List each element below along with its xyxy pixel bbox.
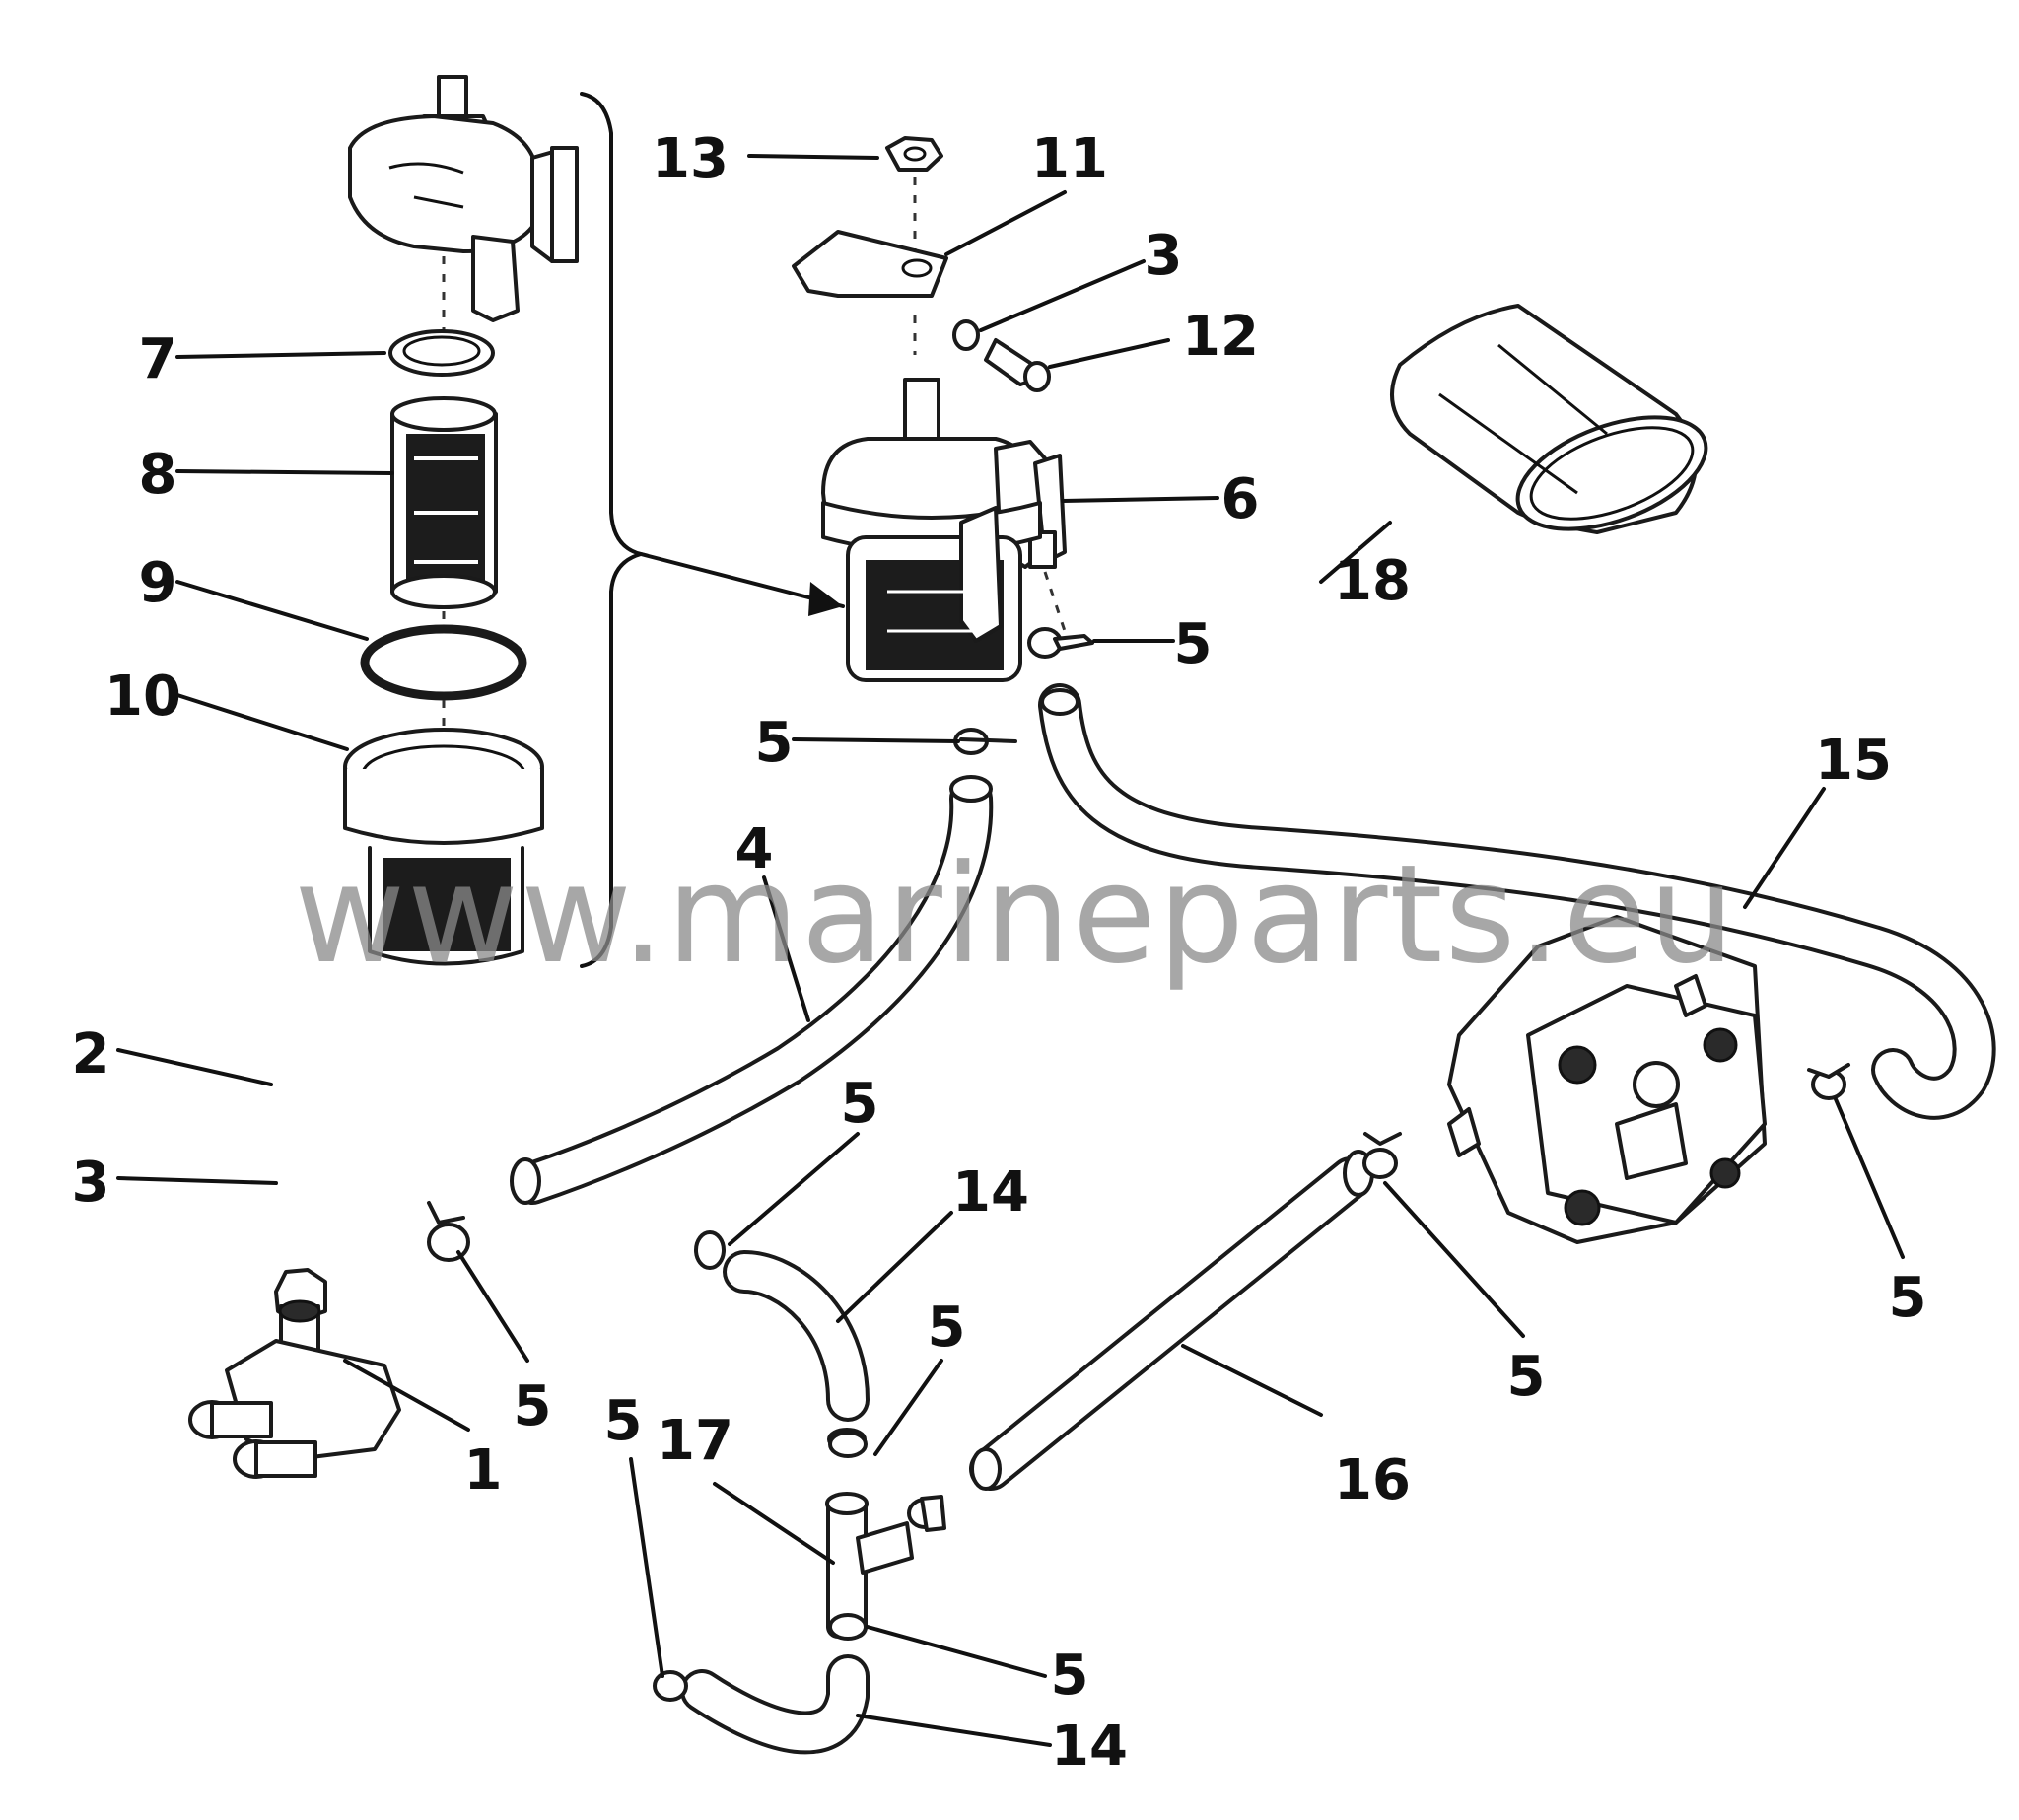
callout-3-upper: 3 [1145,224,1183,288]
callout-leaders [116,154,1905,1747]
callout-labels: 13 11 3 12 7 8 9 10 6 5 5 18 15 4 2 3 5 … [72,127,1927,1779]
washer-3-upper [952,319,980,351]
fuel-hoses [511,683,1996,1755]
callout-5-filter-inlet: 5 [755,711,794,775]
seal-ring-9 [360,624,527,701]
filter-head [348,75,579,322]
callout-5-filter-outlet: 5 [1174,612,1213,676]
callout-18: 18 [1334,549,1411,613]
callout-15: 15 [1815,729,1892,793]
callout-16: 16 [1334,1448,1411,1512]
callout-5-tee-bottom: 5 [1051,1644,1089,1708]
callout-14-lower: 14 [1051,1715,1128,1779]
callout-5-pump-inlet: 5 [1507,1345,1546,1409]
watermark: www.marineparts.eu [294,835,1736,994]
fuel-connector-1 [188,1268,401,1479]
bracket-plate-11 [792,230,948,298]
callout-9: 9 [139,551,177,615]
callout-5-pump-outlet: 5 [1889,1266,1927,1330]
callout-8: 8 [139,443,177,507]
callout-2: 2 [72,1022,110,1086]
callout-10: 10 [104,665,181,729]
callout-12: 12 [1182,305,1259,369]
t-fitting-17 [825,1428,914,1639]
callout-5-connector: 5 [514,1374,552,1438]
filter-element-8 [390,396,498,609]
callout-4: 4 [735,817,774,881]
callout-14-upper: 14 [952,1160,1029,1225]
fuel-pump [1447,915,1767,1244]
filter-exploded-stack [343,75,579,966]
hose-clamps [427,627,1850,1702]
callout-17: 17 [657,1409,733,1473]
callout-5-lower-left: 5 [604,1389,643,1453]
callout-11: 11 [1031,127,1108,191]
fuel-line-sleeve-18 [1390,304,1708,534]
callout-6: 6 [1221,467,1260,531]
callout-13: 13 [652,127,729,191]
fuel-filter-assembled-6 [792,136,1067,682]
assembly-arrow-head [808,582,843,616]
callout-7: 7 [139,327,177,391]
filter-bowl-10 [343,728,544,966]
callout-3-lower: 3 [72,1151,110,1215]
callout-5-tee-top: 5 [928,1295,966,1360]
callout-5-upper-hose: 5 [841,1072,879,1136]
nut-13 [885,136,943,172]
callout-1: 1 [464,1438,503,1503]
